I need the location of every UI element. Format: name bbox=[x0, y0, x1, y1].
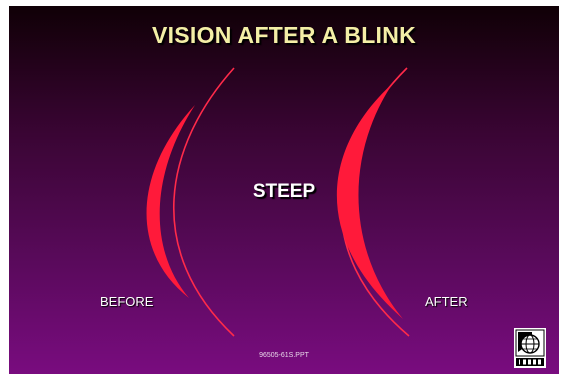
after-label: AFTER bbox=[425, 294, 468, 309]
before-label: BEFORE bbox=[100, 294, 153, 309]
slide: VISION AFTER A BLINK STEEP BEFORE AFTER … bbox=[9, 6, 559, 374]
iacle-logo bbox=[514, 328, 546, 368]
file-name-label: 96505-61S.PPT bbox=[9, 352, 559, 359]
globe-icon bbox=[514, 328, 546, 368]
steep-label: STEEP bbox=[9, 181, 559, 203]
slide-title: VISION AFTER A BLINK bbox=[9, 22, 559, 49]
